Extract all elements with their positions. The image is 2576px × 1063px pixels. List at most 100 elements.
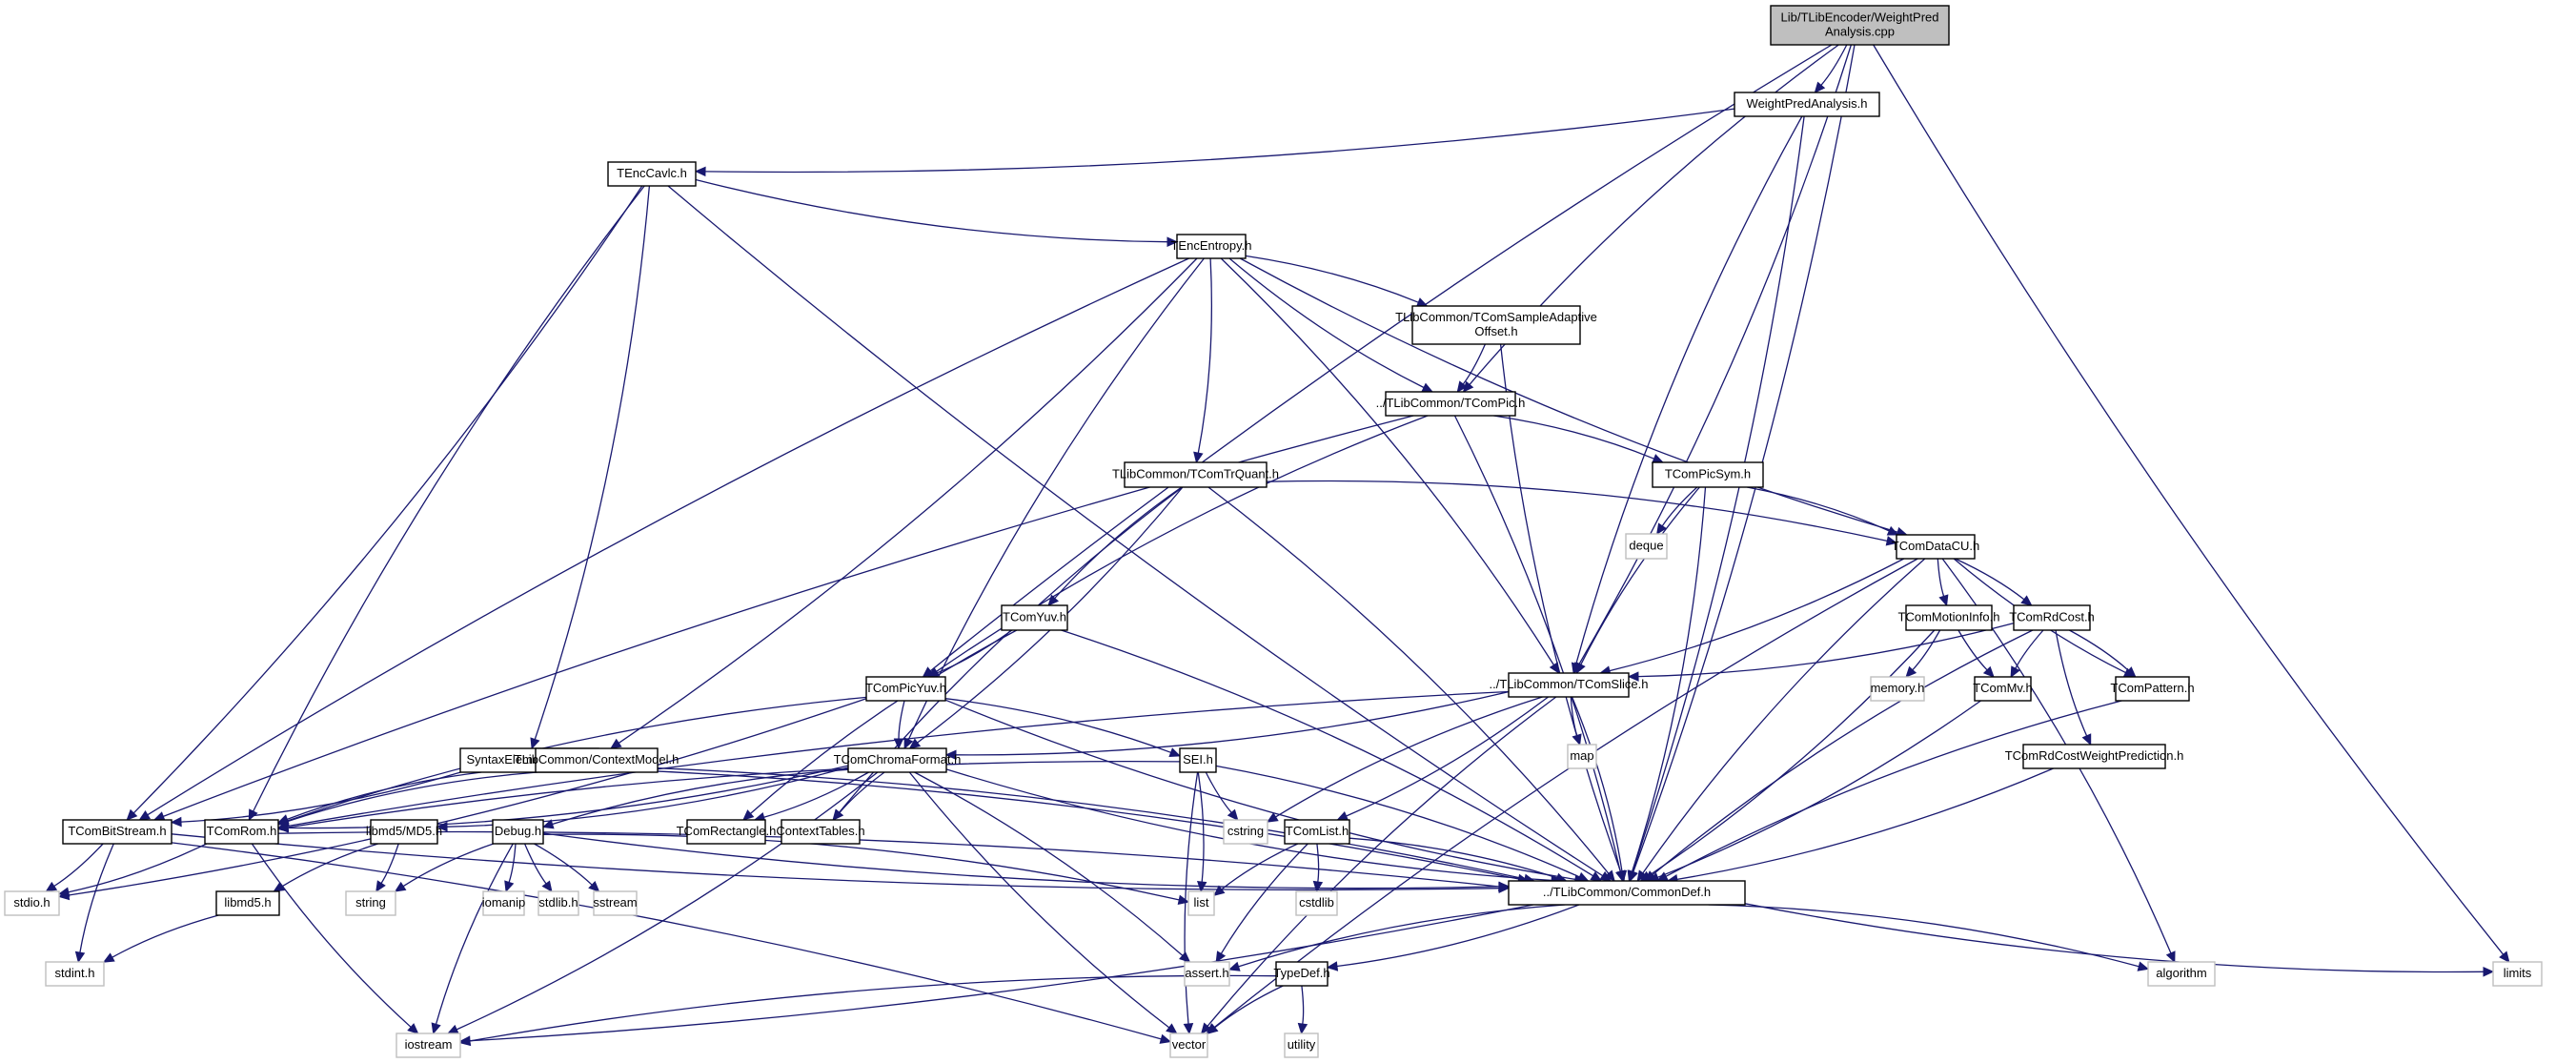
edge-line — [1937, 558, 1945, 597]
edge-entropy-to-ctxmodel — [609, 257, 1198, 749]
edge-line — [1205, 771, 1232, 813]
edge-motion-to-mv — [1957, 629, 1995, 678]
node-box — [1179, 747, 1217, 773]
node-box — [1508, 880, 1746, 906]
edge-line — [2015, 629, 2044, 669]
node-box — [1001, 604, 1068, 631]
node-box — [45, 961, 105, 987]
arrowhead-icon — [1982, 665, 1995, 678]
edge-line — [1214, 985, 1284, 1029]
node-stdint: stdint.h — [45, 961, 105, 987]
arrowhead-icon — [1312, 880, 1324, 893]
node-label: libmd5/MD5.h — [366, 824, 442, 838]
arrowhead-icon — [407, 1023, 419, 1034]
edge-chroma-to-debug — [541, 768, 849, 829]
node-picyuv[interactable]: TComPicYuv.h — [865, 676, 946, 702]
node-sei[interactable]: SEI.h — [1179, 747, 1217, 773]
edge-slice-to-chroma — [944, 690, 1510, 761]
node-label: TComRdCost.h — [2009, 609, 2095, 623]
edge-typedef-to-utility — [1297, 985, 1308, 1035]
node-ctxtables[interactable]: ContextTables.h — [776, 819, 865, 845]
node-trquant[interactable]: TLibCommon/TComTrQuant.h — [1112, 461, 1279, 488]
arrowhead-icon — [1415, 297, 1429, 307]
edge-line — [1609, 558, 1905, 672]
arrowhead-icon — [436, 821, 448, 832]
arrowhead-icon — [541, 880, 553, 892]
edge-line — [1336, 904, 1580, 968]
edge-entropy-to-trquant — [1193, 257, 1212, 464]
node-label: TComRom.h — [207, 824, 277, 838]
node-mv[interactable]: TComMv.h — [1973, 676, 2033, 702]
node-chroma[interactable]: TComChromaFormat.h — [834, 747, 962, 773]
node-debug[interactable]: Debug.h — [492, 819, 544, 845]
edge-entropy-to-bitstream — [138, 257, 1189, 821]
edge-line — [508, 843, 517, 883]
node-motion[interactable]: TComMotionInfo.h — [1898, 604, 2000, 631]
node-rom[interactable]: TComRom.h — [204, 819, 279, 845]
node-box — [2115, 676, 2190, 702]
node-root[interactable]: Lib/TLibEncoder/WeightPredAnalysis.cpp — [1770, 5, 1950, 46]
node-picsym[interactable]: TComPicSym.h — [1652, 461, 1764, 488]
node-box — [1734, 92, 1880, 117]
edge-line — [1493, 415, 1654, 460]
edge-line — [287, 771, 482, 821]
node-box — [1974, 676, 2032, 702]
node-datacu[interactable]: TComDataCU.h — [1892, 534, 1979, 560]
node-box — [1184, 961, 1230, 987]
edge-line — [1054, 486, 1183, 599]
edge-slice-to-commondef — [1571, 696, 1628, 883]
node-rect[interactable]: TComRectangle.h — [677, 819, 777, 845]
edge-md5-to-string — [375, 843, 399, 893]
node-rdcostwp[interactable]: TComRdCostWeightPrediction.h — [2005, 744, 2184, 769]
node-label: cstdlib — [1299, 895, 1334, 910]
arrowhead-icon — [138, 809, 152, 821]
edge-line — [1197, 257, 1212, 454]
node-libmd5[interactable]: libmd5.h — [215, 890, 280, 916]
node-slice[interactable]: ../TLibCommon/TComSlice.h — [1490, 672, 1649, 698]
node-pic[interactable]: ../TLibCommon/TComPic.h — [1376, 391, 1526, 417]
edge-wpa_h-to-commondef — [1628, 115, 1805, 883]
node-box — [1223, 819, 1268, 845]
edge-line — [171, 842, 1162, 1040]
node-cavlc[interactable]: TEncCavlc.h — [607, 161, 697, 187]
node-box — [847, 747, 947, 773]
node-wpa_h[interactable]: WeightPredAnalysis.h — [1734, 92, 1880, 117]
arrowhead-icon — [609, 738, 622, 749]
node-bitstream[interactable]: TComBitStream.h — [62, 819, 172, 845]
edge-line — [1220, 257, 1555, 665]
arrowhead-icon — [2165, 951, 2176, 964]
edge-line — [763, 771, 869, 818]
edge-line — [112, 914, 219, 958]
node-rdcost[interactable]: TComRdCost.h — [2009, 604, 2095, 631]
edge-line — [281, 843, 378, 888]
node-pattern[interactable]: TComPattern.h — [2110, 676, 2195, 702]
arrowhead-icon — [1814, 81, 1826, 93]
edge-commondef-to-typedef — [1326, 904, 1580, 971]
node-list_h[interactable]: TComList.h — [1284, 819, 1350, 845]
edge-line — [944, 699, 1576, 881]
arrowhead-icon — [1200, 1022, 1212, 1034]
node-label: limits — [2504, 966, 2532, 980]
arrowhead-icon — [446, 1024, 459, 1034]
node-md5[interactable]: libmd5/MD5.h — [366, 819, 442, 845]
node-box — [482, 890, 525, 916]
edge-cavlc-to-sew — [530, 185, 651, 750]
node-yuv[interactable]: TComYuv.h — [1001, 604, 1068, 631]
edge-line — [79, 843, 114, 953]
node-label: ../TLibCommon/TComSlice.h — [1490, 677, 1649, 691]
node-typedef[interactable]: TypeDef.h — [1273, 961, 1330, 987]
node-box — [686, 819, 766, 845]
node-label: TLibCommon/TComSampleAdaptive — [1395, 310, 1597, 324]
node-box — [1905, 604, 1993, 631]
arrowhead-icon — [57, 887, 71, 897]
edge-motion-to-commondef — [1639, 629, 1936, 882]
node-entropy[interactable]: TEncEntropy.h — [1170, 234, 1252, 259]
node-ctxmodel[interactable]: TLibCommon/ContextModel.h — [515, 747, 679, 773]
node-box — [538, 890, 579, 916]
node-iostream: iostream — [396, 1032, 461, 1058]
edge-line — [1912, 629, 1941, 671]
edge-line — [1580, 486, 1700, 665]
edges-layer — [45, 44, 2510, 1047]
node-commondef[interactable]: ../TLibCommon/CommonDef.h — [1508, 880, 1746, 906]
